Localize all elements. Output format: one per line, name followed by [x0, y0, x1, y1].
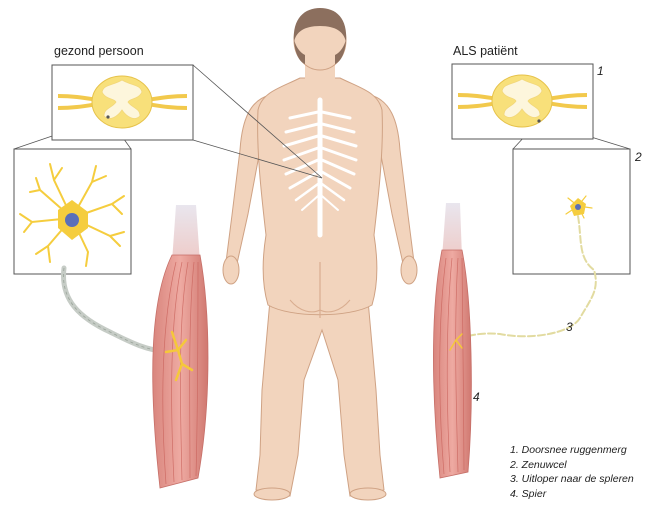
legend-item: 3. Uitloper naar de spleren: [510, 472, 634, 487]
als-muscle: [433, 203, 471, 478]
patient-label: ALS patiënt: [453, 44, 518, 58]
marker-4: 4: [473, 390, 480, 404]
legend: 1. Doorsnee ruggenmerg 2. Zenuwcel 3. Ui…: [510, 443, 634, 501]
marker-3: 3: [566, 320, 573, 334]
legs: [256, 300, 384, 496]
healthy-neuron-box: [14, 149, 131, 274]
als-neuron-box: [513, 149, 630, 274]
marker-2: 2: [635, 150, 642, 164]
healthy-label: gezond persoon: [54, 44, 144, 58]
legend-item: 4. Spier: [510, 487, 634, 502]
als-spinal-box: [452, 64, 593, 139]
healthy-muscle: [153, 205, 208, 488]
legend-item: 1. Doorsnee ruggenmerg: [510, 443, 634, 458]
healthy-axon: [63, 268, 168, 352]
healthy-spinal-box: [52, 65, 193, 140]
marker-1: 1: [597, 64, 604, 78]
human-figure: [223, 8, 417, 500]
legend-item: 2. Zenuwcel: [510, 458, 634, 473]
